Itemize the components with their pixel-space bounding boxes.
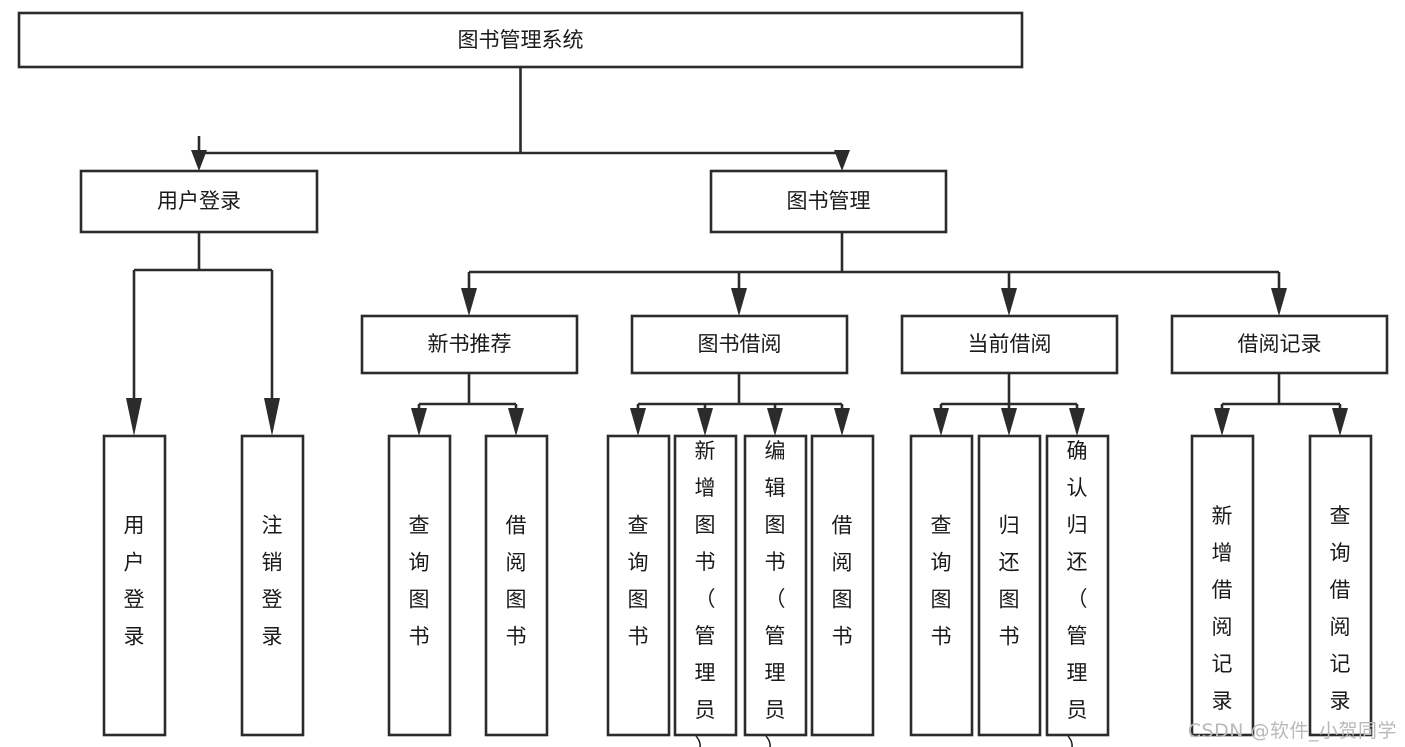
node-borrow-record-label: 借阅记录: [1238, 332, 1322, 356]
node-book-management-label: 图书管理: [787, 189, 871, 213]
node-leaf-logout[interactable]: 注销登录: [240, 434, 305, 737]
node-root-label: 图书管理系统: [458, 28, 584, 52]
node-book-borrow[interactable]: 图书借阅: [630, 314, 849, 375]
node-root[interactable]: 图书管理系统: [17, 11, 1024, 69]
node-new-book-recommend[interactable]: 新书推荐: [360, 314, 579, 375]
node-new-book-recommend-label: 新书推荐: [428, 332, 512, 356]
arrow-head-leaf-edit-book: [767, 408, 783, 436]
node-leaf-query-book-borrow-box[interactable]: [606, 434, 671, 737]
arrow-head-current-borrow: [1001, 288, 1017, 316]
node-book-borrow-box[interactable]: [630, 314, 849, 375]
node-root-box[interactable]: [17, 11, 1024, 69]
node-leaf-query-borrow-record-label: 查询借阅记录: [1330, 504, 1351, 713]
node-current-borrow-box[interactable]: [900, 314, 1119, 375]
node-current-borrow-label: 当前借阅: [968, 332, 1052, 356]
node-leaf-edit-book[interactable]: 编辑图书（管理员）: [743, 434, 808, 747]
node-book-borrow-label: 图书借阅: [698, 332, 782, 356]
node-leaf-borrow-book-rec[interactable]: 借阅图书: [484, 434, 549, 737]
arrow-head-leaf-query-record: [1332, 408, 1348, 436]
arrow-head-leaf-user-login: [126, 398, 142, 436]
node-user-login-box[interactable]: [79, 169, 319, 234]
node-book-management-box[interactable]: [709, 169, 948, 234]
node-leaf-query-book-rec[interactable]: 查询图书: [387, 434, 452, 737]
node-leaf-confirm-return-box[interactable]: [1045, 434, 1110, 737]
node-user-login-label: 用户登录: [157, 189, 241, 213]
node-leaf-add-book-label: 新增图书（管理员）: [695, 439, 716, 747]
node-leaf-borrow-book-rec-box[interactable]: [484, 434, 549, 737]
node-current-borrow[interactable]: 当前借阅: [900, 314, 1119, 375]
arrow-head-book-mgmt: [834, 150, 850, 171]
csdn-watermark: CSDN @软件_小贺同学: [1187, 720, 1397, 742]
arrow-head-new-book-rec: [461, 288, 477, 316]
node-leaf-query-book-rec-label: 查询图书: [409, 514, 430, 649]
node-leaf-query-book-current[interactable]: 查询图书: [909, 434, 974, 737]
arrow-head-book-borrow: [731, 288, 747, 316]
node-leaf-query-book-current-label: 查询图书: [931, 514, 952, 649]
node-leaf-query-book-borrow[interactable]: 查询图书: [606, 434, 671, 737]
node-leaf-confirm-return[interactable]: 确认归还（管理员）: [1045, 434, 1110, 747]
node-leaf-edit-book-box[interactable]: [743, 434, 808, 737]
arrow-head-leaf-confirm-return: [1069, 408, 1085, 436]
arrow-head-leaf-query-book-c: [933, 408, 949, 436]
node-leaf-query-book-borrow-label: 查询图书: [628, 514, 649, 649]
node-leaf-add-borrow-record-label: 新增借阅记录: [1212, 504, 1233, 713]
node-leaf-borrow-book[interactable]: 借阅图书: [810, 434, 875, 737]
node-user-login[interactable]: 用户登录: [79, 169, 319, 234]
node-leaf-user-login-box[interactable]: [102, 434, 167, 737]
node-leaf-logout-label: 注销登录: [262, 514, 283, 649]
node-leaf-return-book[interactable]: 归还图书: [977, 434, 1042, 737]
node-leaf-borrow-book-rec-label: 借阅图书: [506, 514, 527, 649]
node-borrow-record[interactable]: 借阅记录: [1170, 314, 1389, 375]
node-leaf-user-login-label: 用户登录: [124, 514, 145, 649]
node-leaf-logout-box[interactable]: [240, 434, 305, 737]
arrow-head-leaf-add-record: [1214, 408, 1230, 436]
arrow-head-leaf-query-book-a: [411, 408, 427, 436]
node-leaf-edit-book-label: 编辑图书（管理员）: [765, 439, 786, 747]
node-book-management[interactable]: 图书管理: [709, 169, 948, 234]
node-leaf-add-borrow-record-box[interactable]: [1190, 434, 1255, 737]
node-leaf-confirm-return-label: 确认归还（管理员）: [1067, 439, 1088, 747]
node-leaf-return-book-box[interactable]: [977, 434, 1042, 737]
arrow-head-leaf-borrow-book-a: [508, 408, 524, 436]
arrow-head-user-login: [191, 150, 207, 171]
node-leaf-return-book-label: 归还图书: [999, 514, 1020, 649]
arrow-head-leaf-add-book: [697, 408, 713, 436]
arrow-head-leaf-borrow-book-b: [834, 408, 850, 436]
node-leaf-borrow-book-label: 借阅图书: [832, 514, 853, 649]
node-leaf-borrow-book-box[interactable]: [810, 434, 875, 737]
node-leaf-add-book[interactable]: 新增图书（管理员）: [673, 434, 738, 747]
arrow-head-borrow-record: [1271, 288, 1287, 316]
node-leaf-add-book-box[interactable]: [673, 434, 738, 737]
node-leaf-query-book-current-box[interactable]: [909, 434, 974, 737]
node-borrow-record-box[interactable]: [1170, 314, 1389, 375]
node-new-book-recommend-box[interactable]: [360, 314, 579, 375]
node-leaf-user-login[interactable]: 用户登录: [102, 434, 167, 737]
arrow-head-leaf-return-book: [1001, 408, 1017, 436]
connector-layer: [126, 67, 1348, 436]
node-leaf-query-book-rec-box[interactable]: [387, 434, 452, 737]
node-leaf-add-borrow-record[interactable]: 新增借阅记录: [1190, 434, 1255, 737]
arrow-head-leaf-query-book-b: [630, 408, 646, 436]
node-leaf-query-borrow-record[interactable]: 查询借阅记录: [1308, 434, 1373, 737]
node-leaf-query-borrow-record-box[interactable]: [1308, 434, 1373, 737]
arrow-head-leaf-logout: [264, 398, 280, 436]
